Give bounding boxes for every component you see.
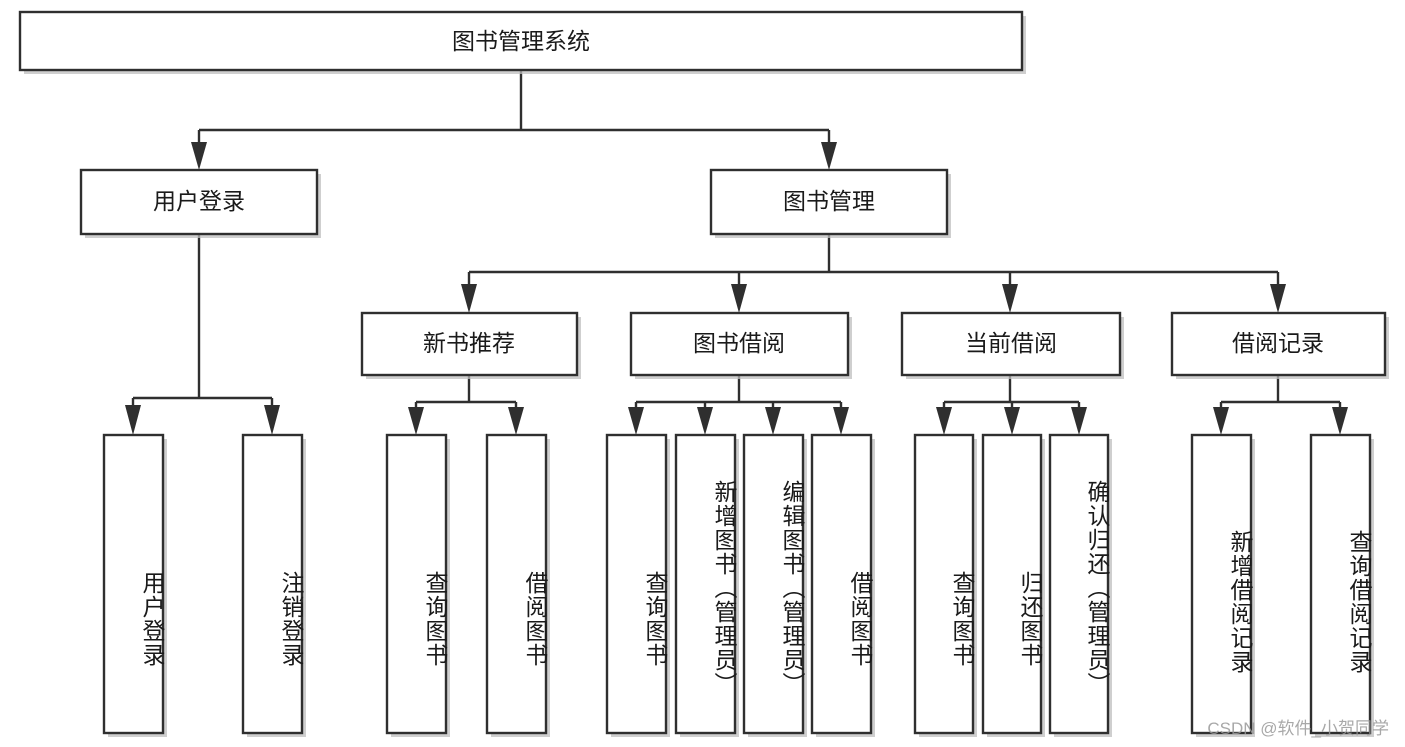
edges-bookborrow-to-leaves bbox=[628, 375, 849, 435]
node-book-manage[interactable]: 图书管理 bbox=[709, 168, 951, 238]
node-leaf-query-book-c-box[interactable] bbox=[913, 433, 975, 735]
node-current-borrow[interactable]: 当前借阅 bbox=[900, 311, 1124, 379]
node-new-book-recommend-box[interactable] bbox=[360, 311, 579, 377]
edges-userlogin-to-leaves bbox=[125, 234, 280, 435]
arrow-to-leaf-query-book-b bbox=[628, 407, 644, 435]
node-leaf-logout-box[interactable] bbox=[241, 433, 304, 735]
node-leaf-user-login[interactable] bbox=[102, 433, 167, 737]
arrow-to-new-book-rec bbox=[461, 284, 477, 313]
edges-borrowrecord-to-leaves bbox=[1213, 375, 1348, 435]
arrow-to-current-borrow bbox=[1002, 284, 1018, 313]
node-book-manage-box[interactable] bbox=[709, 168, 949, 236]
edges-root-to-level1 bbox=[191, 70, 837, 170]
node-leaf-confirm-return[interactable] bbox=[1048, 433, 1112, 737]
node-leaf-edit-book-box[interactable] bbox=[742, 433, 805, 735]
arrow-to-leaf-query-book-a bbox=[408, 407, 424, 435]
node-book-manage-label: 图书管理 bbox=[783, 188, 875, 214]
node-new-book-recommend-label: 新书推荐 bbox=[423, 330, 515, 356]
node-user-login-label: 用户登录 bbox=[153, 188, 245, 214]
node-root-label: 图书管理系统 bbox=[452, 28, 590, 54]
node-new-book-recommend[interactable]: 新书推荐 bbox=[360, 311, 581, 379]
node-borrow-record-label: 借阅记录 bbox=[1232, 330, 1324, 356]
arrow-to-leaf-add-record bbox=[1213, 407, 1229, 435]
arrow-to-borrow-record bbox=[1270, 284, 1286, 313]
arrow-to-leaf-query-record bbox=[1332, 407, 1348, 435]
node-leaf-borrow-book-a-box[interactable] bbox=[485, 433, 548, 735]
node-leaf-query-book-b[interactable] bbox=[605, 433, 670, 737]
node-borrow-record[interactable]: 借阅记录 bbox=[1170, 311, 1389, 379]
arrow-to-leaf-user-login bbox=[125, 405, 141, 435]
node-leaf-query-book-b-box[interactable] bbox=[605, 433, 668, 735]
arrow-to-leaf-return-book bbox=[1004, 407, 1020, 435]
node-user-login-box[interactable] bbox=[79, 168, 319, 236]
node-current-borrow-label: 当前借阅 bbox=[965, 330, 1057, 356]
node-leaf-borrow-book-b[interactable] bbox=[810, 433, 875, 737]
node-leaf-user-login-box[interactable] bbox=[102, 433, 165, 735]
node-leaf-edit-book[interactable] bbox=[742, 433, 807, 737]
node-leaf-add-record[interactable] bbox=[1190, 433, 1255, 737]
arrow-to-leaf-query-book-c bbox=[936, 407, 952, 435]
arrow-to-leaf-logout bbox=[264, 405, 280, 435]
edges-newbook-to-leaves bbox=[408, 375, 524, 435]
arrow-to-leaf-borrow-book-b bbox=[833, 407, 849, 435]
node-book-borrow[interactable]: 图书借阅 bbox=[629, 311, 852, 379]
arrow-to-leaf-add-book bbox=[697, 407, 713, 435]
node-leaf-query-record-box[interactable] bbox=[1309, 433, 1372, 735]
node-current-borrow-box[interactable] bbox=[900, 311, 1122, 377]
arrow-to-leaf-confirm-return bbox=[1071, 407, 1087, 435]
node-leaf-query-book-c[interactable] bbox=[913, 433, 977, 737]
node-root-box[interactable] bbox=[18, 10, 1024, 72]
node-leaf-add-book-box[interactable] bbox=[674, 433, 737, 735]
node-leaf-borrow-book-b-box[interactable] bbox=[810, 433, 873, 735]
node-leaf-add-book[interactable] bbox=[674, 433, 739, 737]
node-leaf-confirm-return-box[interactable] bbox=[1048, 433, 1110, 735]
node-leaf-query-book-a-box[interactable] bbox=[385, 433, 448, 735]
node-book-borrow-box[interactable] bbox=[629, 311, 850, 377]
arrow-to-leaf-borrow-book-a bbox=[508, 407, 524, 435]
node-leaf-query-book-a[interactable] bbox=[385, 433, 450, 737]
node-borrow-record-box[interactable] bbox=[1170, 311, 1387, 377]
edges-currentborrow-to-leaves bbox=[936, 375, 1087, 435]
node-leaf-return-book[interactable] bbox=[981, 433, 1045, 737]
arrow-to-book-borrow bbox=[731, 284, 747, 313]
node-leaf-borrow-book-a[interactable] bbox=[485, 433, 550, 737]
node-root[interactable]: 图书管理系统 bbox=[18, 10, 1026, 74]
node-leaf-return-book-box[interactable] bbox=[981, 433, 1043, 735]
node-book-borrow-label: 图书借阅 bbox=[693, 330, 785, 356]
arrow-to-user-login bbox=[191, 142, 207, 170]
node-leaf-logout[interactable] bbox=[241, 433, 306, 737]
edges-bookmanage-to-level2 bbox=[461, 234, 1286, 313]
arrow-to-leaf-edit-book bbox=[765, 407, 781, 435]
watermark-text: CSDN @软件_小贺同学 bbox=[1207, 719, 1389, 738]
node-leaf-query-record[interactable] bbox=[1309, 433, 1374, 737]
node-leaf-add-record-box[interactable] bbox=[1190, 433, 1253, 735]
node-user-login[interactable]: 用户登录 bbox=[79, 168, 321, 238]
arrow-to-book-manage bbox=[821, 142, 837, 170]
